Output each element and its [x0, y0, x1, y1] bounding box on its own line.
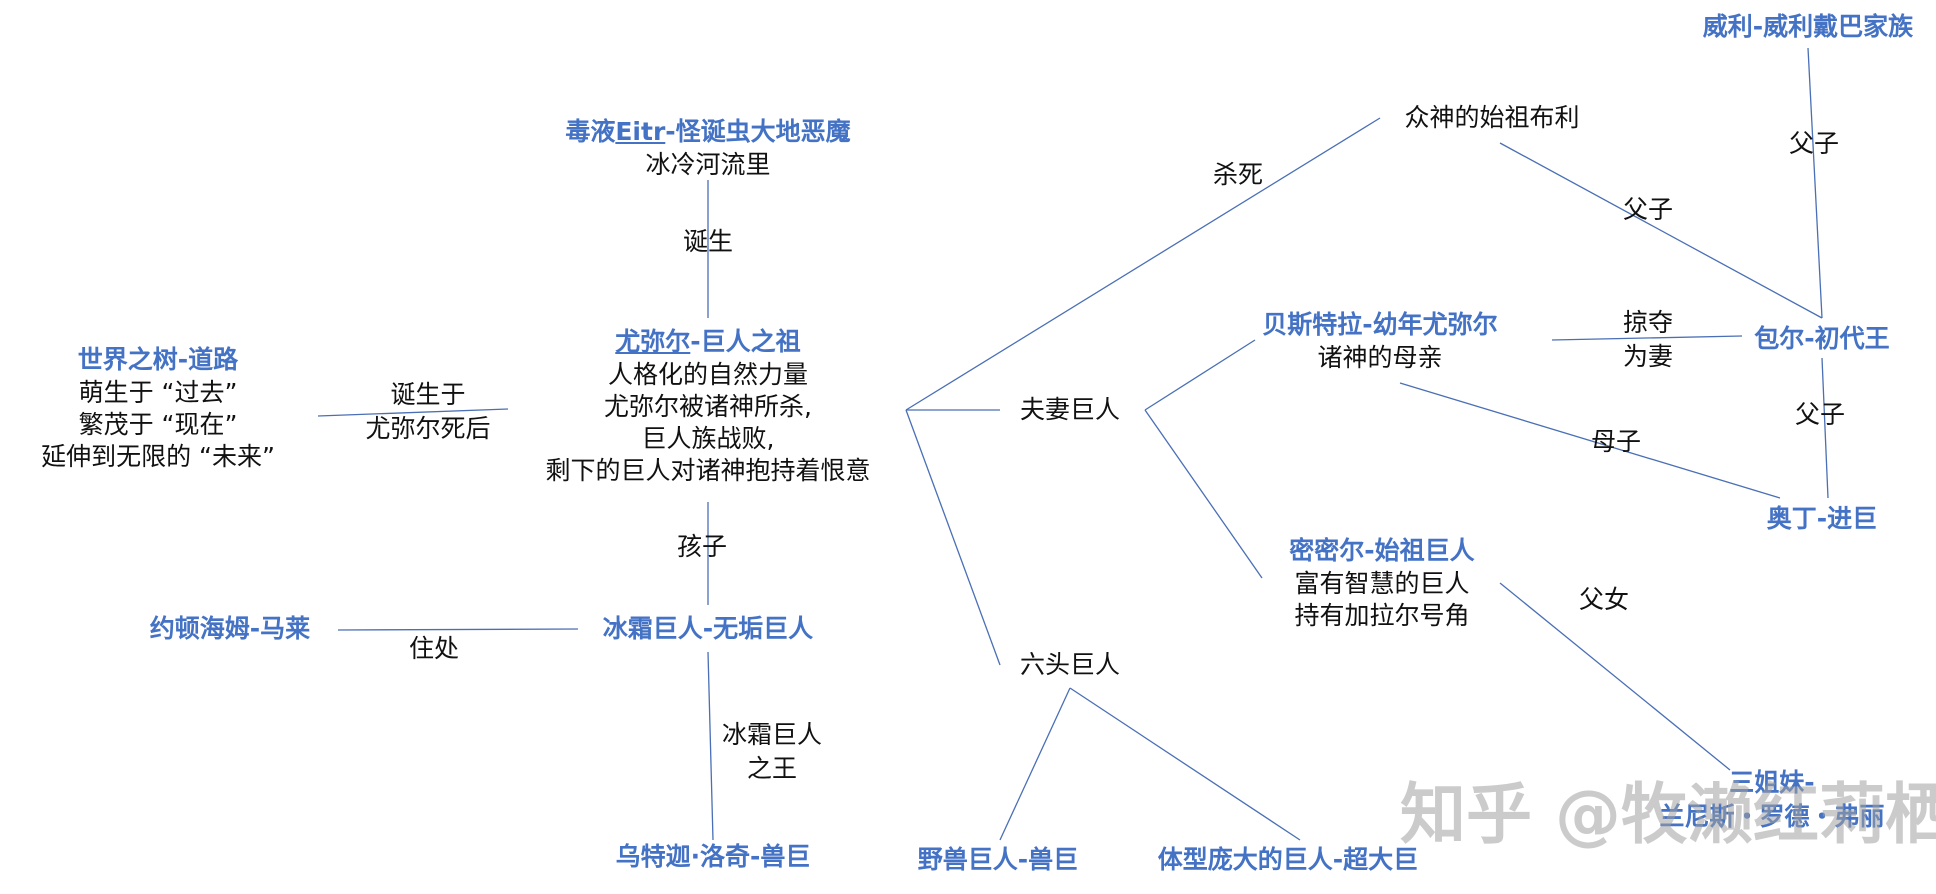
line-mimir-sisters [1499, 582, 1731, 771]
node-three-sisters-title-2: 兰尼斯・罗德・弗丽 [1659, 802, 1885, 831]
line-couple-bestla [1144, 339, 1256, 411]
edge-label-frost-utgard-line-2: 之王 [746, 754, 798, 783]
edge-label-tree-ymir: 诞生于 尤弥尔死后 [365, 378, 490, 446]
node-bestla-line-1: 诸神的母亲 [1317, 343, 1443, 372]
node-buri: 众神的始祖布利 [1404, 101, 1579, 135]
edge-label-frost-utgard-line-1: 冰霜巨人 [721, 720, 823, 749]
node-ymir: 尤弥尔-巨人之祖 人格化的自然力量 尤弥尔被诸神所杀, 巨人族战败, 剩下的巨人… [545, 325, 870, 487]
node-borr-title: 包尔-初代王 [1754, 324, 1890, 353]
line-borr-odin [1821, 357, 1829, 499]
node-couple-giants-text: 夫妻巨人 [1019, 395, 1121, 424]
line-couple-mimir [1144, 409, 1263, 579]
node-mimir-title: 密密尔-始祖巨人 [1289, 536, 1475, 565]
node-jotunheim-title: 约顿海姆-马莱 [149, 614, 311, 643]
line-bestla-borr [1551, 335, 1743, 341]
edge-label-jotun-frost: 住处 [408, 634, 460, 663]
node-beast-giant-title: 野兽巨人-兽巨 [917, 845, 1079, 874]
node-bestla: 贝斯特拉-幼年尤弥尔 诸神的母亲 [1262, 308, 1497, 374]
node-yggdrasil-line-1: 萌生于 “过去” [78, 378, 238, 407]
node-ymir-line-3: 巨人族战败, [641, 424, 775, 453]
node-mimir: 密密尔-始祖巨人 富有智慧的巨人 持有加拉尔号角 [1289, 534, 1474, 632]
edge-label-frost-utgard: 冰霜巨人 之王 [722, 718, 822, 786]
node-couple-giants: 夫妻巨人 [1020, 393, 1120, 427]
node-borr: 包尔-初代王 [1754, 322, 1889, 356]
node-frost-giants: 冰霜巨人-无垢巨人 [603, 612, 813, 646]
edge-label-ymir-frost: 孩子 [676, 532, 728, 561]
edge-label-borr-odin: 父子 [1794, 400, 1846, 429]
node-yggdrasil: 世界之树-道路 萌生于 “过去” 繁茂于 “现在” 延伸到无限的 “未来” [41, 343, 275, 473]
line-vili-borr [1807, 47, 1823, 319]
watermark-text: 知乎 @牧濑红莉栖 [1400, 776, 1936, 853]
edge-label-bestla-odin: 母子 [1590, 427, 1642, 456]
node-huge-giant-title: 体型庞大的巨人-超大巨 [1157, 845, 1419, 874]
node-three-sisters: 三姐妹- 兰尼斯・罗德・弗丽 [1659, 766, 1884, 834]
edge-label-tree-ymir-line-2: 尤弥尔死后 [365, 414, 491, 443]
line-ymir-sixhead [905, 409, 1001, 666]
node-vili-title: 威利-威利戴巴家族 [1702, 12, 1914, 41]
line-jotun-frost [337, 628, 579, 631]
node-three-sisters-title-1: 三姐妹- [1729, 768, 1815, 797]
edge-label-buri-borr: 父子 [1622, 195, 1674, 224]
node-utgard-loki-title: 乌特迦·洛奇-兽巨 [615, 842, 811, 871]
node-mimir-line-2: 持有加拉尔号角 [1294, 601, 1470, 630]
line-bestla-odin [1399, 382, 1781, 499]
edge-label-vili-borr: 父子 [1788, 129, 1840, 158]
node-ymir-line-1: 人格化的自然力量 [607, 360, 809, 389]
line-sixhead-huge [1069, 687, 1301, 841]
node-frost-giants-title: 冰霜巨人-无垢巨人 [602, 614, 814, 643]
node-buri-text: 众神的始祖布利 [1404, 103, 1580, 132]
edge-label-ymir-buri: 杀死 [1212, 160, 1264, 189]
node-jotunheim: 约顿海姆-马莱 [150, 612, 310, 646]
node-six-head: 六头巨人 [1020, 648, 1120, 682]
node-eitr: 毒液Eitr-怪诞虫大地恶魔 冰冷河流里 [565, 115, 850, 181]
node-eitr-title: 毒液Eitr-怪诞虫大地恶魔 [565, 117, 851, 146]
node-bestla-title: 贝斯特拉-幼年尤弥尔 [1262, 310, 1498, 339]
node-huge-giant: 体型庞大的巨人-超大巨 [1158, 843, 1418, 877]
line-tree-ymir [317, 408, 509, 417]
edge-label-bestla-borr-line-1: 掠夺 [1622, 308, 1674, 337]
node-ymir-line-2: 尤弥尔被诸神所杀, [604, 392, 812, 421]
edge-label-bestla-borr-line-2: 为妻 [1622, 342, 1674, 371]
edge-label-mimir-sisters: 父女 [1578, 585, 1630, 614]
node-odin-title: 奥丁-进巨 [1766, 504, 1878, 533]
line-sixhead-beast [999, 687, 1071, 841]
node-utgard-loki: 乌特迦·洛奇-兽巨 [616, 840, 811, 874]
node-yggdrasil-line-3: 延伸到无限的 “未来” [41, 442, 275, 471]
edge-label-tree-ymir-line-1: 诞生于 [390, 380, 466, 409]
node-ymir-title: 尤弥尔-巨人之祖 [615, 327, 801, 356]
node-ymir-line-4: 剩下的巨人对诸神抱持着恨意 [545, 456, 871, 485]
line-frost-utgard [707, 651, 714, 841]
node-vili: 威利-威利戴巴家族 [1703, 10, 1913, 44]
node-mimir-line-1: 富有智慧的巨人 [1294, 569, 1470, 598]
edge-label-eitr-ymir: 诞生 [682, 227, 734, 256]
line-ymir-buri [905, 117, 1381, 411]
node-six-head-text: 六头巨人 [1019, 650, 1121, 679]
node-beast-giant: 野兽巨人-兽巨 [918, 843, 1078, 877]
line-buri-borr [1499, 142, 1823, 319]
node-yggdrasil-title: 世界之树-道路 [77, 345, 239, 374]
edge-label-bestla-borr: 掠夺 为妻 [1623, 306, 1673, 374]
node-yggdrasil-line-2: 繁茂于 “现在” [78, 410, 238, 439]
node-odin: 奥丁-进巨 [1767, 502, 1877, 536]
node-eitr-desc: 冰冷河流里 [645, 150, 771, 179]
